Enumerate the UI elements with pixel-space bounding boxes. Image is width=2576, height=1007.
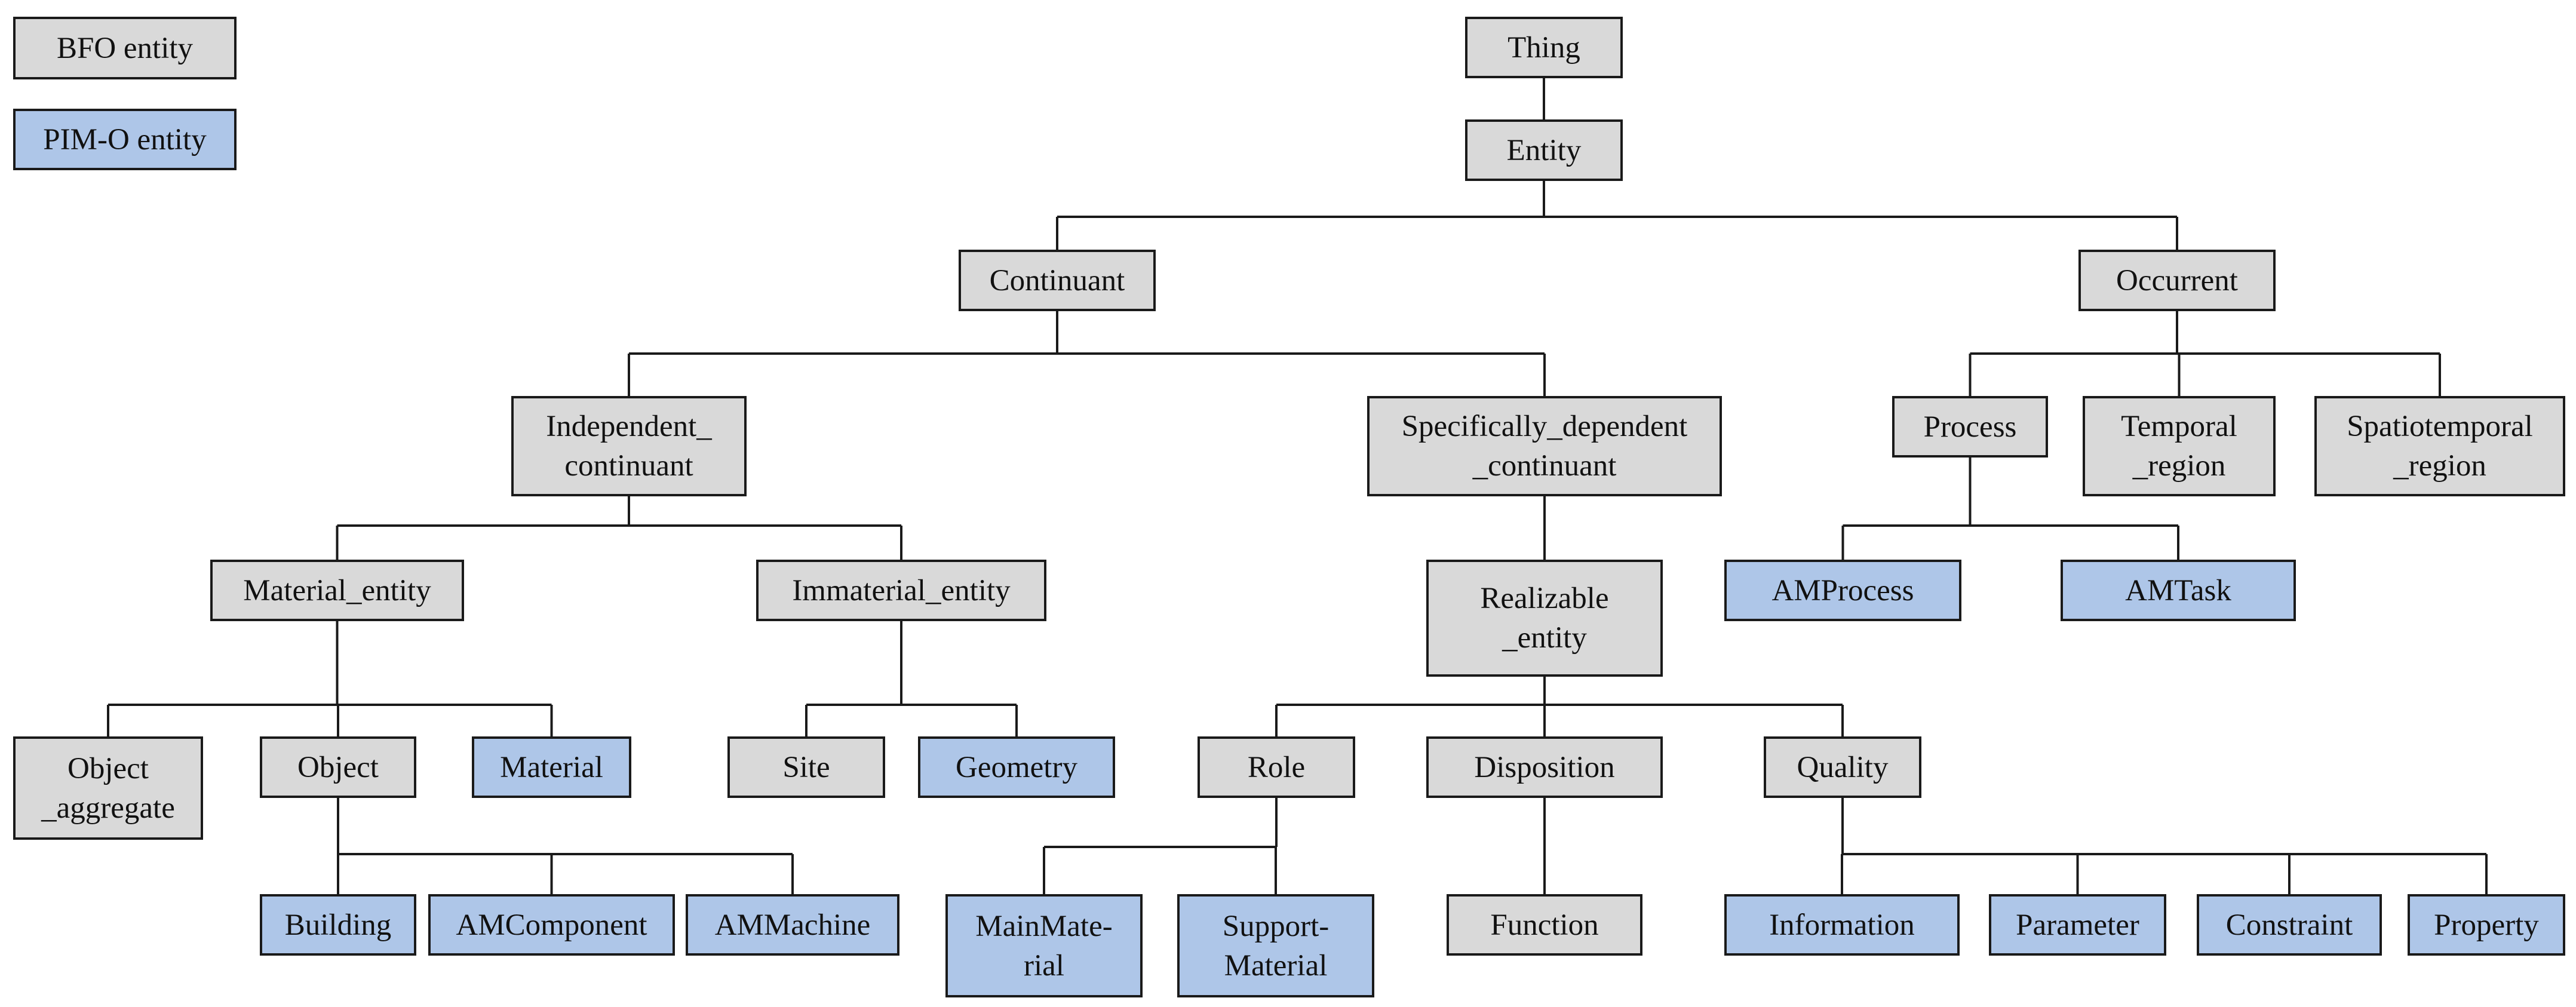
node-thing: Thing bbox=[1465, 17, 1623, 78]
node-temporal-region: Temporal _region bbox=[2083, 396, 2276, 496]
node-property: Property bbox=[2408, 894, 2565, 956]
node-occurrent: Occurrent bbox=[2078, 250, 2276, 311]
node-continuant: Continuant bbox=[959, 250, 1156, 311]
node-geometry: Geometry bbox=[918, 736, 1115, 798]
node-building: Building bbox=[260, 894, 416, 956]
legend-pim-o-entity: PIM-O entity bbox=[13, 109, 237, 170]
node-support-material: Support- Material bbox=[1177, 894, 1374, 997]
node-function: Function bbox=[1447, 894, 1642, 956]
node-constraint: Constraint bbox=[2197, 894, 2382, 956]
node-entity: Entity bbox=[1465, 119, 1623, 181]
node-site: Site bbox=[727, 736, 885, 798]
node-information: Information bbox=[1724, 894, 1960, 956]
node-role: Role bbox=[1198, 736, 1355, 798]
node-disposition: Disposition bbox=[1426, 736, 1663, 798]
node-specifically-dependent-continuant: Specifically_dependent _continuant bbox=[1367, 396, 1722, 496]
node-ammachine: AMMachine bbox=[686, 894, 899, 956]
node-material: Material bbox=[472, 736, 631, 798]
node-process: Process bbox=[1892, 396, 2048, 458]
node-independent-continuant: Independent_ continuant bbox=[511, 396, 747, 496]
node-amcomponent: AMComponent bbox=[428, 894, 675, 956]
node-amtask: AMTask bbox=[2061, 560, 2296, 621]
legend-bfo-entity: BFO entity bbox=[13, 17, 237, 79]
node-spatiotemporal-region: Spatiotemporal _region bbox=[2314, 396, 2565, 496]
node-material-entity: Material_entity bbox=[210, 560, 464, 621]
node-mainmaterial: MainMate- rial bbox=[945, 894, 1143, 997]
node-parameter: Parameter bbox=[1989, 894, 2166, 956]
node-realizable-entity: Realizable _entity bbox=[1426, 560, 1663, 677]
node-object: Object bbox=[260, 736, 416, 798]
node-object-aggregate: Object _aggregate bbox=[13, 736, 203, 840]
node-immaterial-entity: Immaterial_entity bbox=[756, 560, 1046, 621]
node-amprocess: AMProcess bbox=[1724, 560, 1961, 621]
node-quality: Quality bbox=[1764, 736, 1921, 798]
